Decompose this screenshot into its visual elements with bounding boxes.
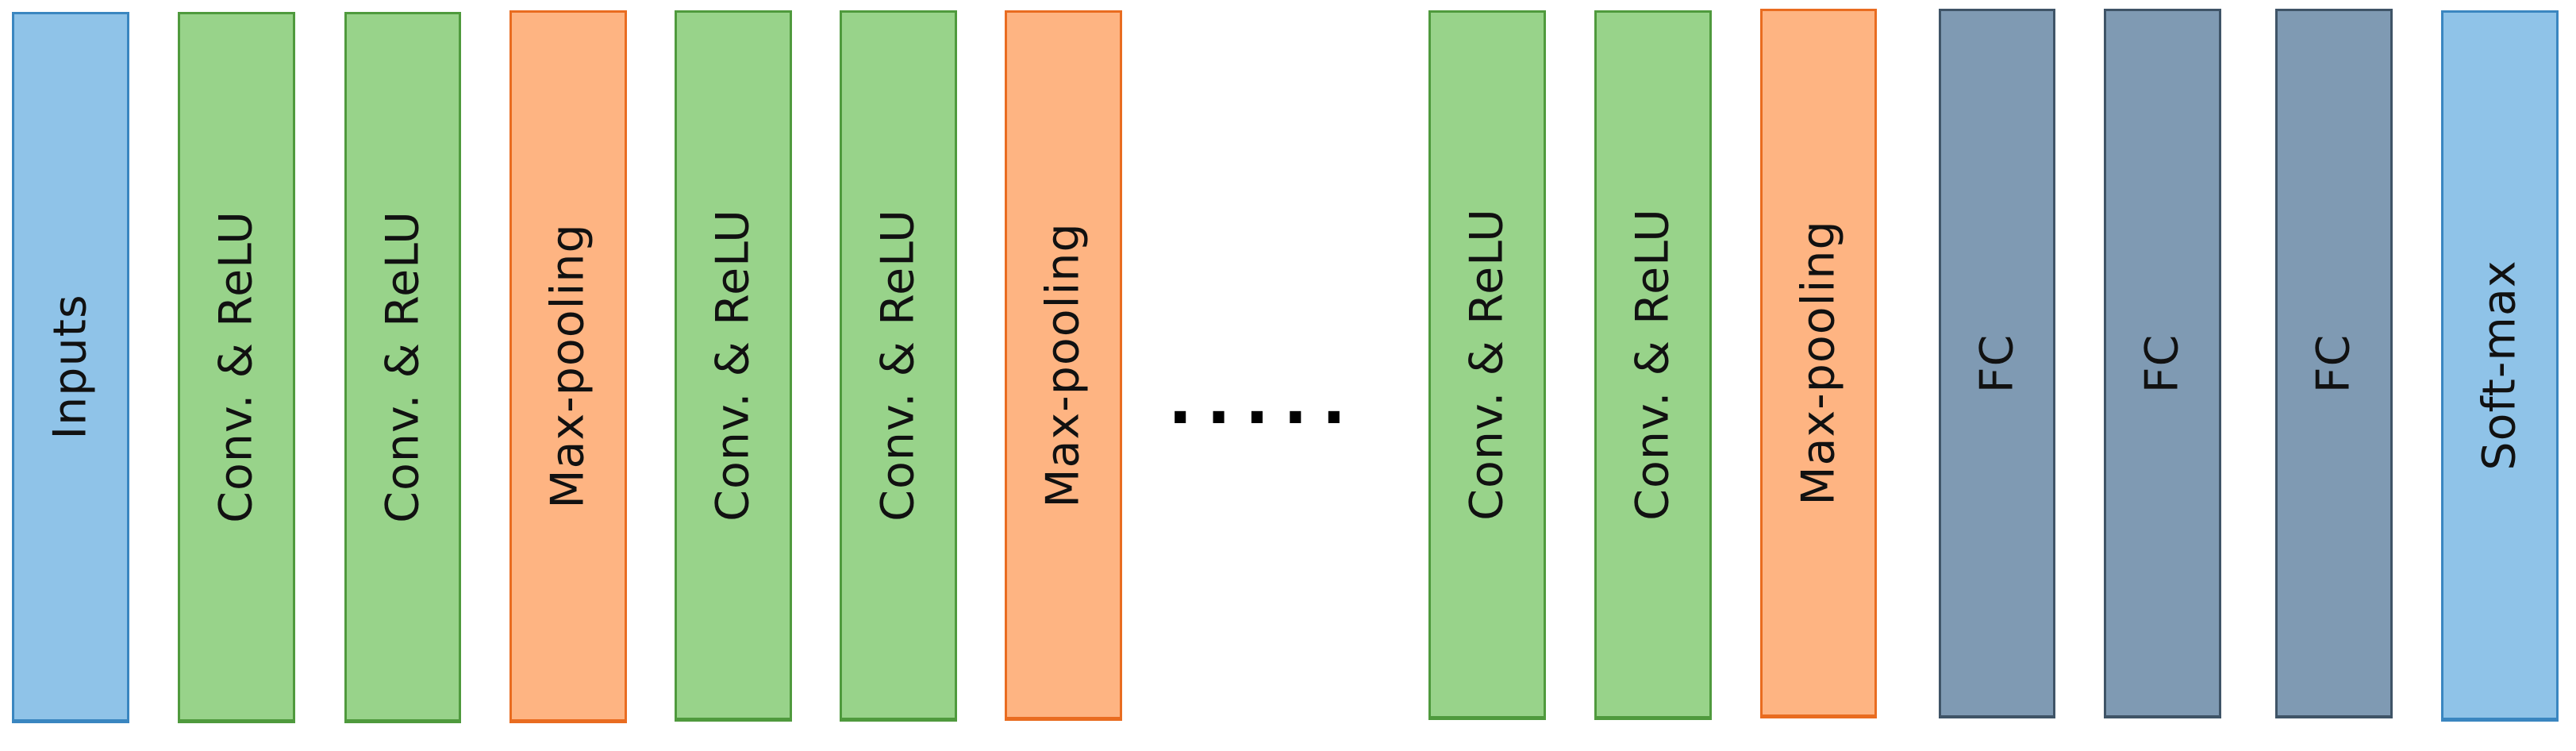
- layer-max-pooling: Max-pooling: [509, 10, 627, 723]
- layer-label: Inputs: [44, 294, 97, 440]
- layer-label: FC: [1970, 333, 2023, 393]
- layer-label: Conv. & ReLU: [376, 210, 429, 523]
- layer-conv-relu: Conv. & ReLU: [675, 10, 792, 722]
- ellipsis-more-layers: .....: [1168, 364, 1360, 438]
- layer-label: Max-pooling: [1036, 221, 1090, 508]
- layer-fc: FC: [1939, 9, 2055, 718]
- layer-label: Conv. & ReLU: [706, 209, 759, 522]
- layer-max-pooling: Max-pooling: [1005, 10, 1122, 721]
- layer-label: Conv. & ReLU: [1626, 208, 1679, 521]
- layer-label: Max-pooling: [1792, 220, 1844, 506]
- layer-fc: FC: [2275, 9, 2393, 718]
- layer-conv-relu: Conv. & ReLU: [1428, 10, 1546, 720]
- layer-conv-relu: Conv. & ReLU: [344, 12, 461, 723]
- layer-label: Max-pooling: [541, 223, 594, 509]
- layer-inputs: Inputs: [12, 12, 129, 723]
- layer-label: Conv. & ReLU: [1460, 208, 1513, 521]
- layer-label: Conv. & ReLU: [210, 210, 263, 523]
- layer-conv-relu: Conv. & ReLU: [1594, 10, 1712, 720]
- layer-label: Soft-max: [2473, 260, 2526, 471]
- layer-conv-relu: Conv. & ReLU: [178, 12, 295, 723]
- layer-max-pooling: Max-pooling: [1760, 9, 1877, 718]
- layer-conv-relu: Conv. & ReLU: [840, 10, 957, 722]
- layer-label: FC: [2136, 333, 2189, 393]
- layer-fc: FC: [2104, 9, 2221, 718]
- layer-label: FC: [2307, 333, 2360, 393]
- layer-soft-max: Soft-max: [2441, 10, 2559, 722]
- layer-label: Conv. & ReLU: [871, 209, 925, 522]
